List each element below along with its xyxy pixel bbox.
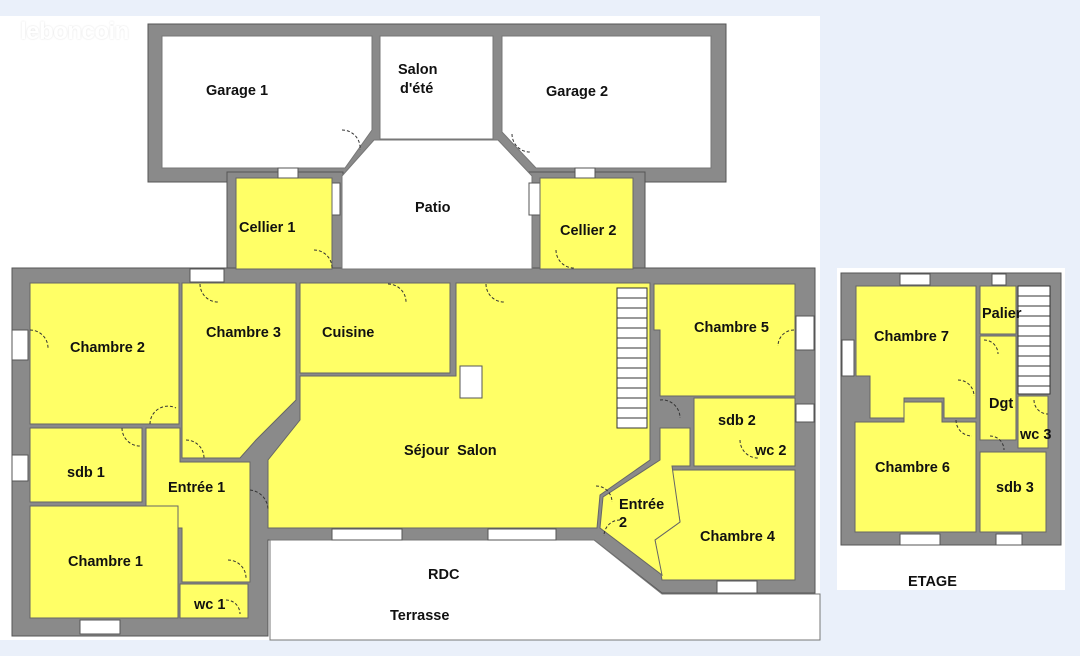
cellier-2-room bbox=[539, 177, 634, 270]
label-chambre-2: Chambre 2 bbox=[70, 340, 145, 356]
etage-stair-steps bbox=[1018, 295, 1050, 387]
label-cellier-2: Cellier 2 bbox=[560, 223, 616, 239]
chambre-5-room bbox=[653, 283, 796, 397]
door-arcs bbox=[29, 129, 795, 615]
chambre-7-room bbox=[855, 285, 977, 419]
wc-3-room bbox=[1017, 395, 1049, 449]
label-cuisine: Cuisine bbox=[322, 325, 374, 341]
label-sdb-3: sdb 3 bbox=[996, 480, 1034, 496]
etage-windows bbox=[841, 273, 1023, 546]
terrasse-floor bbox=[269, 539, 821, 641]
label-chambre-4: Chambre 4 bbox=[700, 529, 775, 545]
entree-2-room bbox=[599, 427, 691, 577]
label-terrasse: Terrasse bbox=[390, 608, 449, 624]
label-rdc: RDC bbox=[428, 567, 460, 583]
cuisine-room bbox=[299, 282, 451, 374]
label-chambre-7: Chambre 7 bbox=[874, 329, 949, 345]
chambre-2-room bbox=[29, 282, 180, 425]
dgt-room bbox=[979, 335, 1017, 441]
room-labels: Garage 1 Salon d'été Garage 2 Patio Cell… bbox=[67, 62, 1051, 624]
salon-ete-floor bbox=[379, 35, 494, 140]
label-etage: ETAGE bbox=[908, 574, 957, 590]
rdc-windows bbox=[11, 167, 815, 635]
label-sdb-1: sdb 1 bbox=[67, 465, 105, 481]
rdc-stair-steps bbox=[617, 297, 647, 419]
patio-floor bbox=[341, 139, 533, 270]
label-wc-1: wc 1 bbox=[193, 597, 225, 613]
wc-1-room bbox=[179, 583, 249, 619]
cellier-1-room bbox=[235, 177, 333, 270]
label-chambre-1: Chambre 1 bbox=[68, 554, 143, 570]
etage-stairs bbox=[1017, 285, 1051, 395]
label-palier: Palier bbox=[982, 306, 1022, 322]
leboncoin-watermark: leboncoin bbox=[20, 18, 129, 45]
label-entree-2-1: Entrée bbox=[619, 497, 664, 513]
label-wc-2: wc 2 bbox=[754, 443, 786, 459]
label-sdb-2: sdb 2 bbox=[718, 413, 756, 429]
etage-door-arcs bbox=[955, 339, 1049, 451]
rdc-rooms bbox=[29, 177, 796, 619]
garage-2-floor bbox=[501, 35, 712, 169]
etage-rooms bbox=[854, 285, 1049, 533]
garage-1-floor bbox=[161, 35, 373, 169]
sejour-room bbox=[267, 282, 651, 529]
label-sejour-salon: Séjour Salon bbox=[404, 443, 497, 459]
label-entree-1: Entrée 1 bbox=[168, 480, 225, 496]
sdb-1-room bbox=[29, 427, 143, 503]
label-patio: Patio bbox=[415, 200, 451, 216]
label-garage-1: Garage 1 bbox=[206, 83, 268, 99]
sejour-column bbox=[459, 365, 483, 399]
chambre-3-room bbox=[181, 282, 297, 459]
chambre-6-room bbox=[854, 401, 977, 533]
label-salon-ete-2: d'été bbox=[400, 81, 433, 97]
label-chambre-6: Chambre 6 bbox=[875, 460, 950, 476]
label-dgt: Dgt bbox=[989, 396, 1013, 412]
label-wc-3: wc 3 bbox=[1019, 427, 1051, 443]
rdc-white-areas bbox=[161, 35, 821, 641]
label-entree-2-2: 2 bbox=[619, 515, 627, 531]
label-chambre-5: Chambre 5 bbox=[694, 320, 769, 336]
sdb-2-room bbox=[693, 397, 796, 467]
label-salon-ete-1: Salon bbox=[398, 62, 437, 78]
palier-room bbox=[979, 285, 1017, 335]
label-garage-2: Garage 2 bbox=[546, 84, 608, 100]
chambre-1-room bbox=[29, 505, 179, 619]
sdb-3-room bbox=[979, 451, 1047, 533]
label-cellier-1: Cellier 1 bbox=[239, 220, 295, 236]
label-chambre-3: Chambre 3 bbox=[206, 325, 281, 341]
